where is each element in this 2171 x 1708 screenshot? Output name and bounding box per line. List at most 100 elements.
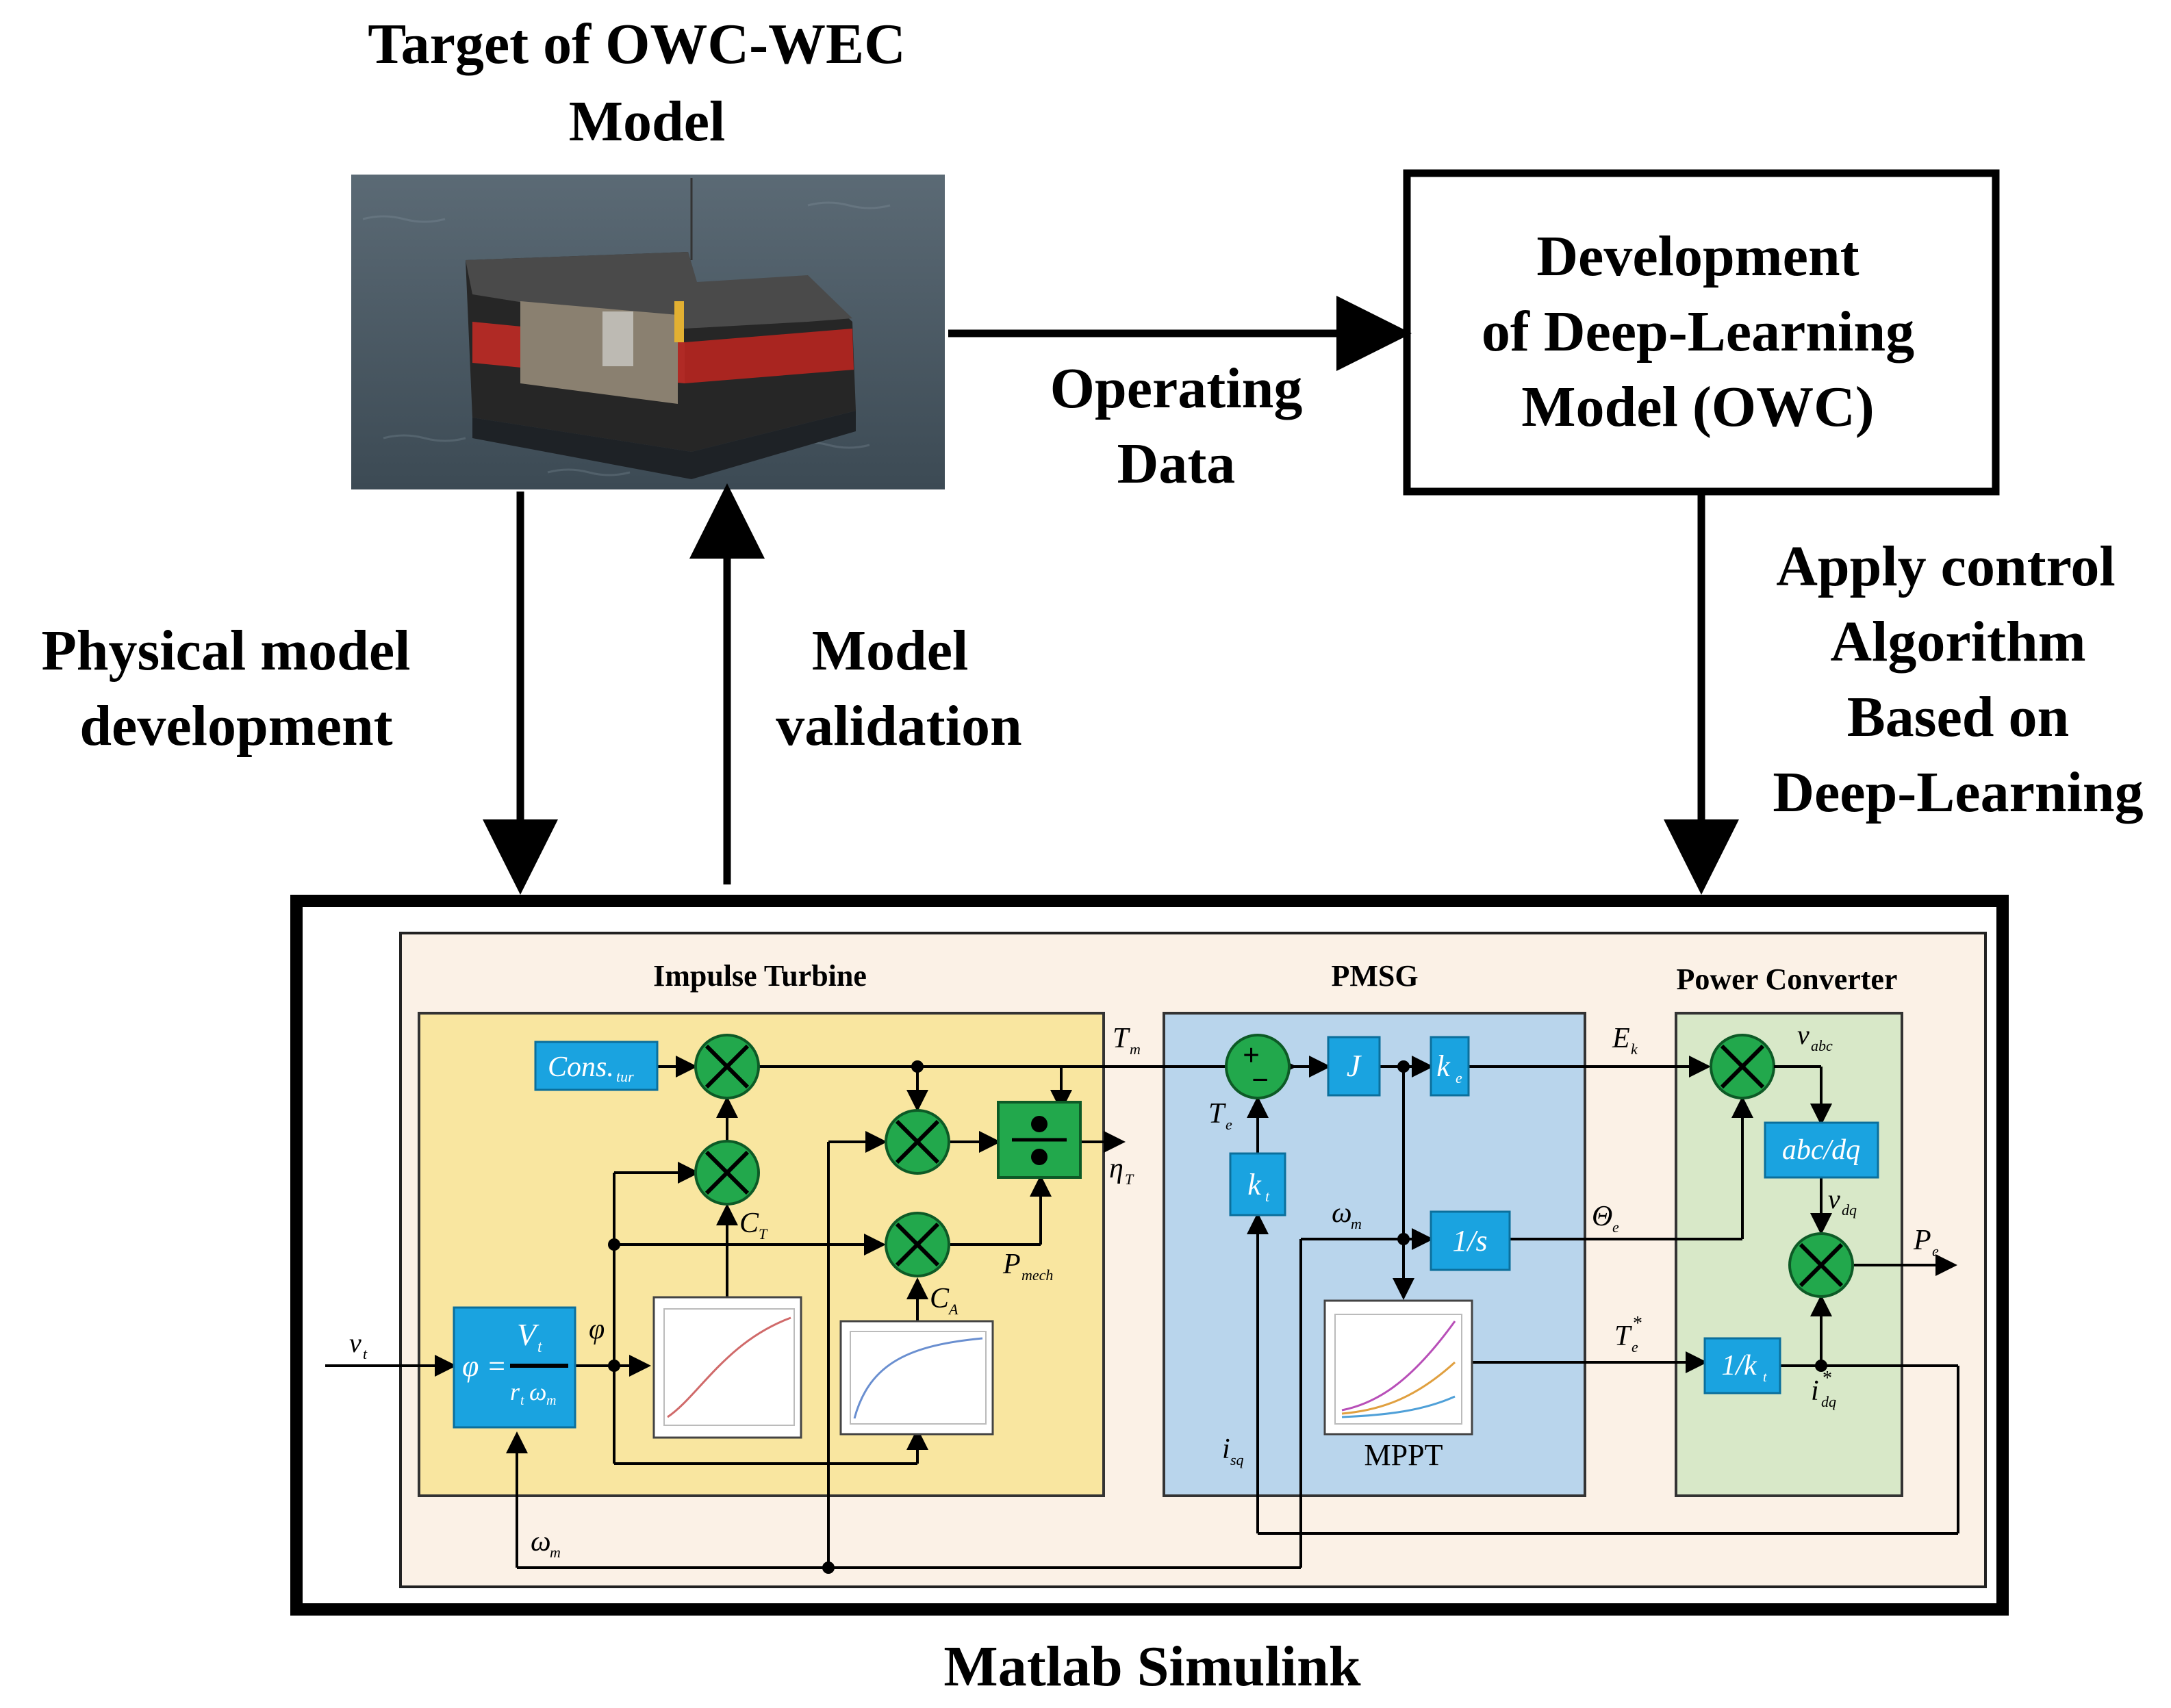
divide-block	[997, 1101, 1082, 1179]
apply-label-line3: Based on	[1847, 685, 2069, 749]
signal-wires	[325, 1056, 1959, 1569]
svg-text:C: C	[930, 1283, 950, 1314]
svg-text:Cons.: Cons.	[548, 1051, 614, 1083]
svg-text:E: E	[1612, 1023, 1630, 1054]
svg-text:T: T	[759, 1225, 768, 1242]
mult-cons	[694, 1034, 760, 1099]
validation-label-line1: Model	[812, 619, 969, 683]
operating-label-line1: Operating	[1050, 357, 1303, 420]
target-title-line2: Model	[569, 90, 726, 153]
physical-label-line2: development	[79, 694, 392, 758]
mult-omega	[885, 1109, 950, 1175]
apply-label-line4: Deep-Learning	[1773, 761, 2143, 824]
svg-text:t: t	[1265, 1188, 1270, 1205]
svg-text:v: v	[1828, 1184, 1840, 1214]
svg-text:1/k: 1/k	[1721, 1350, 1757, 1381]
svg-text:t: t	[1763, 1370, 1767, 1385]
signal-labels: v t φ T m C T C A P mech η T T e ω m i s…	[349, 1019, 1939, 1561]
svg-text:mech: mech	[1021, 1266, 1053, 1284]
operating-label-line2: Data	[1117, 432, 1236, 496]
mult-ct	[694, 1140, 760, 1206]
svg-text:i: i	[1222, 1433, 1230, 1465]
dev-box-line2: of Deep-Learning	[1482, 300, 1914, 364]
inv-kt-block: 1/k t	[1703, 1337, 1781, 1394]
svg-text:T: T	[1614, 1321, 1632, 1352]
svg-text:dq: dq	[1821, 1393, 1836, 1410]
ca-curve-plot	[839, 1320, 994, 1436]
simulink-caption: Matlab Simulink	[943, 1635, 1360, 1698]
svg-text:v: v	[349, 1327, 361, 1358]
svg-text:ω: ω	[1332, 1197, 1352, 1229]
svg-text:tur: tur	[616, 1068, 634, 1085]
svg-text:−: −	[1252, 1063, 1269, 1097]
svg-text:k: k	[1436, 1049, 1451, 1083]
svg-text:e: e	[1932, 1242, 1939, 1260]
validation-label-line2: validation	[776, 694, 1021, 758]
power-converter-panel	[1675, 1012, 1903, 1497]
dev-box-line1: Development	[1536, 225, 1859, 288]
svg-text:V: V	[517, 1317, 539, 1352]
svg-text:r: r	[510, 1378, 520, 1405]
svg-text:t: t	[537, 1338, 543, 1356]
svg-text:m: m	[1351, 1215, 1362, 1232]
svg-text:dq: dq	[1842, 1201, 1857, 1219]
mult-ca	[885, 1212, 950, 1277]
owc-wec-photo	[351, 175, 945, 489]
apply-label-line1: Apply control	[1776, 535, 2116, 598]
physical-label-line1: Physical model	[42, 619, 411, 683]
mppt-block: MPPT	[1323, 1299, 1473, 1472]
power-converter-title: Power Converter	[1677, 963, 1898, 996]
mult-pc-top	[1710, 1034, 1775, 1099]
svg-text:T: T	[1125, 1171, 1134, 1188]
svg-text:k: k	[1247, 1168, 1262, 1201]
svg-text:t: t	[520, 1393, 524, 1408]
svg-text:+: +	[1243, 1038, 1260, 1072]
svg-text:e: e	[1226, 1116, 1232, 1133]
svg-text:ω: ω	[531, 1526, 551, 1557]
svg-text:m: m	[550, 1544, 561, 1561]
svg-text:sq: sq	[1230, 1451, 1244, 1468]
svg-text:i: i	[1811, 1375, 1819, 1407]
svg-text:1/s: 1/s	[1452, 1224, 1487, 1258]
impulse-turbine-title: Impulse Turbine	[653, 959, 867, 993]
svg-text:Θ: Θ	[1592, 1201, 1612, 1232]
junction-dots	[608, 1060, 1827, 1574]
svg-text:e: e	[1456, 1069, 1462, 1086]
target-title-line1: Target of OWC-WEC	[368, 12, 906, 76]
mult-pc-bottom	[1788, 1232, 1854, 1298]
svg-text:*: *	[1823, 1368, 1832, 1389]
j-block: J	[1327, 1036, 1381, 1097]
integrator-block: 1/s	[1430, 1210, 1511, 1271]
svg-text:J: J	[1347, 1048, 1362, 1083]
svg-text:T: T	[1113, 1023, 1130, 1054]
svg-text:abc/dq: abc/dq	[1782, 1134, 1860, 1166]
svg-text:m: m	[546, 1393, 556, 1408]
svg-text:φ =: φ =	[462, 1349, 507, 1383]
cons-tur-block: Cons. tur	[534, 1041, 659, 1091]
dev-box-line3: Model (OWC)	[1521, 375, 1875, 439]
pmsg-title: PMSG	[1331, 959, 1418, 993]
mppt-label: MPPT	[1364, 1438, 1443, 1472]
kt-block: k t	[1229, 1152, 1286, 1216]
svg-text:m: m	[1130, 1041, 1141, 1058]
phi-block: φ = V t r t ω m	[453, 1306, 576, 1429]
svg-text:*: *	[1633, 1313, 1642, 1334]
sum-block: + −	[1225, 1034, 1291, 1099]
svg-text:v: v	[1797, 1019, 1810, 1050]
abcdq-block: abc/dq	[1764, 1121, 1879, 1179]
svg-text:t: t	[363, 1345, 368, 1362]
svg-text:φ: φ	[589, 1314, 605, 1345]
svg-text:T: T	[1208, 1098, 1226, 1130]
svg-text:C: C	[739, 1208, 759, 1239]
development-box	[1403, 169, 2000, 496]
ct-curve-plot	[652, 1296, 802, 1439]
svg-text:η: η	[1109, 1153, 1123, 1184]
svg-text:P: P	[1913, 1225, 1931, 1256]
svg-text:P: P	[1002, 1249, 1021, 1280]
apply-label-line2: Algorithm	[1830, 610, 2085, 674]
svg-text:abc: abc	[1811, 1037, 1833, 1054]
svg-text:ω: ω	[529, 1378, 546, 1405]
svg-text:A: A	[948, 1301, 958, 1318]
ke-block: k e	[1430, 1036, 1470, 1097]
